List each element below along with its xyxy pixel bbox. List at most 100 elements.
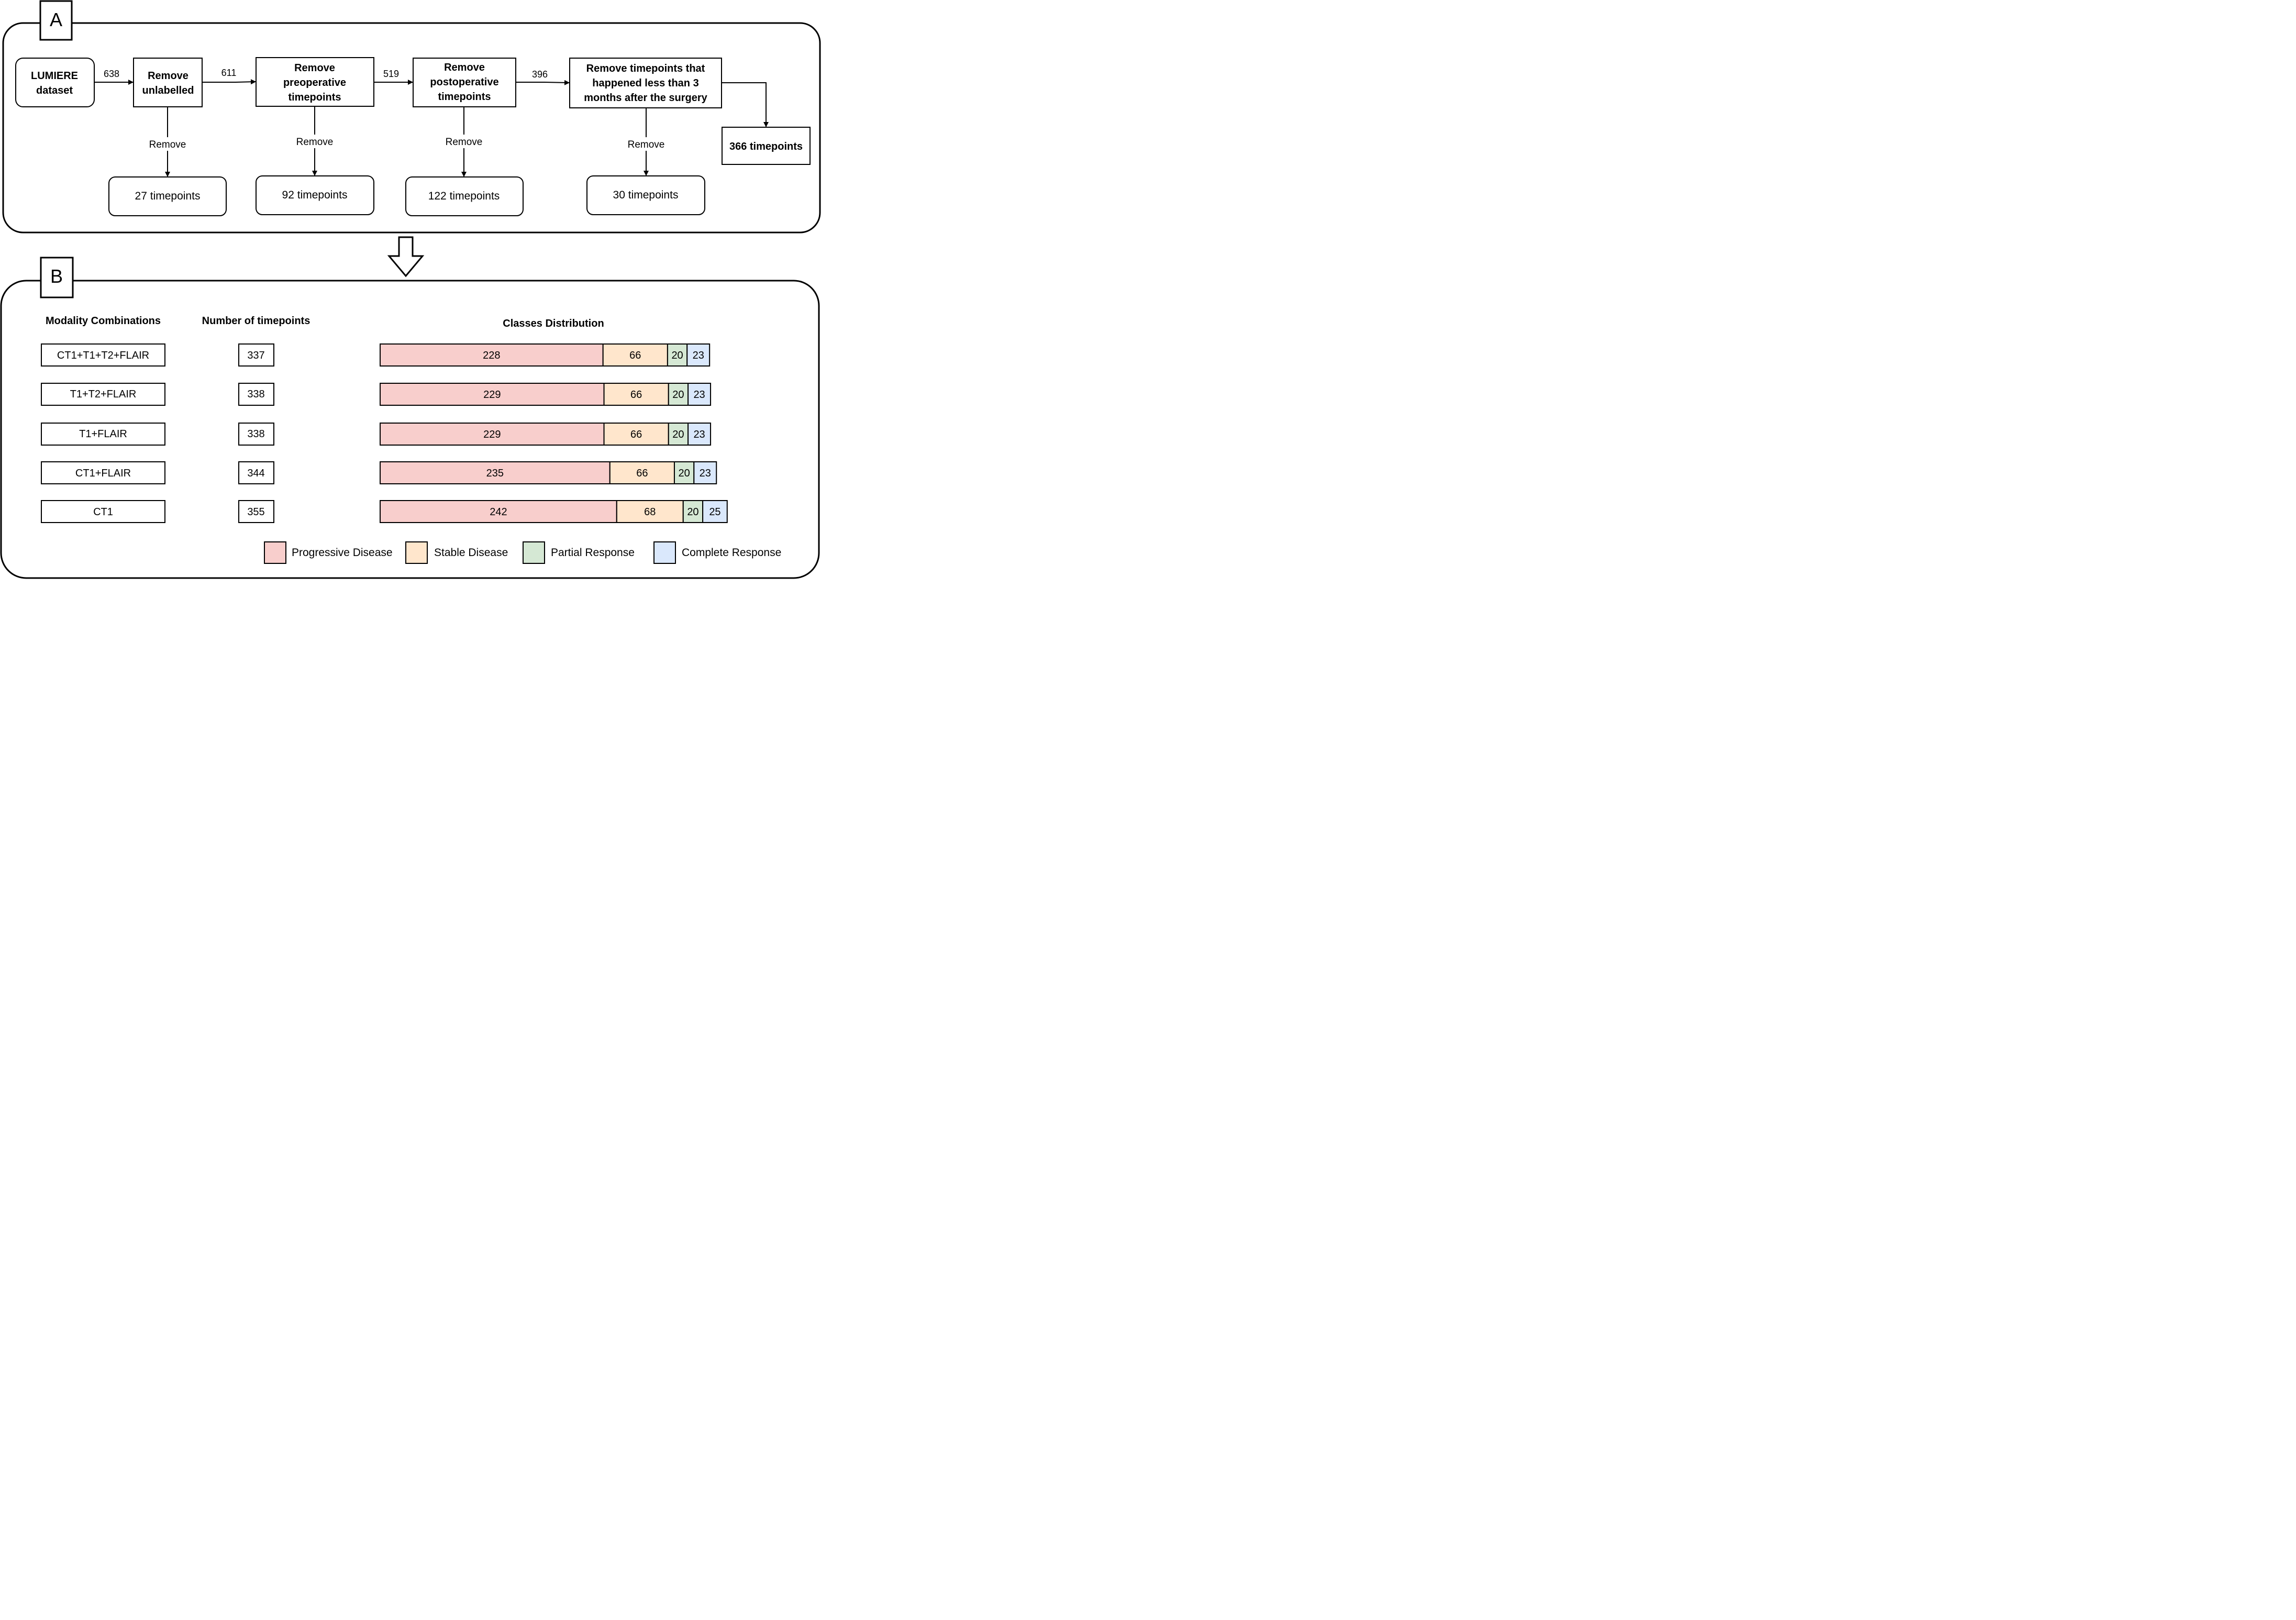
bar-segment-stable: [616, 500, 684, 523]
table-row: CT1+T1+T2+FLAIR 337: [41, 343, 274, 367]
remove-label-2: Remove: [296, 137, 334, 148]
bar-value-label: 20: [671, 350, 683, 361]
legend-swatch-complete: [653, 541, 676, 564]
bar-value-label: 20: [672, 389, 684, 401]
bar-value-label: 68: [644, 506, 656, 518]
removed-text-3: 122 timepoints: [428, 190, 500, 202]
bar-value-label: 66: [630, 389, 642, 401]
flow-count-4: 396: [532, 69, 548, 80]
step-text-early-1: Remove timepoints that: [586, 63, 705, 74]
bar-value-label: 23: [693, 389, 705, 401]
legend: Progressive Disease Stable Disease Parti…: [264, 541, 781, 564]
step-text-postop-3: timepoints: [438, 91, 491, 103]
step-text-postop-2: postoperative: [430, 76, 498, 88]
bar-value-label: 242: [490, 506, 507, 518]
bar-segment-complete: [693, 461, 717, 484]
flow-count-3: 519: [383, 69, 399, 79]
count-box: [238, 461, 274, 484]
bar-segment-progressive: [380, 343, 604, 367]
bar-value-label: 25: [709, 506, 720, 518]
step-text-preop-1: Remove: [294, 62, 335, 74]
bar-value-label: 229: [483, 389, 501, 401]
count-text: 355: [247, 506, 264, 518]
count-text: 338: [247, 389, 264, 400]
step-box-dataset: [15, 58, 95, 107]
bar-segment-complete: [686, 343, 711, 367]
removed-text-4: 30 timepoints: [613, 189, 679, 201]
count-text: 344: [247, 468, 264, 479]
modality-box: [41, 383, 165, 406]
removed-box-1: [108, 176, 227, 216]
legend-swatch-partial: [523, 541, 545, 564]
bar-segment-progressive: [380, 500, 617, 523]
panel-a-label-box: [39, 0, 73, 41]
legend-swatch-progressive: [264, 541, 286, 564]
modality-text: T1+T2+FLAIR: [70, 389, 137, 400]
count-box: [238, 383, 274, 406]
bar-value-label: 66: [630, 429, 642, 440]
bar-segment-complete: [687, 383, 712, 406]
step-text-unlabelled-1: Remove: [148, 70, 188, 82]
panel-b-label: B: [50, 265, 63, 287]
modality-text: T1+FLAIR: [79, 428, 127, 440]
bar-value-label: 228: [483, 350, 500, 361]
flowchart-figure: A LUMIERE dataset Remove unlabelled Remo…: [0, 0, 821, 579]
count-box: [238, 500, 274, 523]
bar-value-label: 66: [636, 468, 648, 479]
panel-b-label-box: [40, 257, 74, 298]
step-text-dataset-2: dataset: [36, 85, 73, 96]
legend-swatch-stable: [405, 541, 428, 564]
remove-label-bg-2: [293, 135, 337, 148]
remove-label-4: Remove: [628, 139, 665, 150]
step-text-preop-3: timepoints: [288, 92, 341, 103]
bar-segment-stable: [603, 423, 669, 446]
bar-segment-progressive: [380, 461, 611, 484]
header-modality: Modality Combinations: [46, 315, 161, 327]
flow-arrow-4: [516, 80, 570, 85]
step-text-early-2: happened less than 3: [592, 77, 698, 89]
modality-box: [41, 343, 165, 367]
modality-text: CT1+T1+T2+FLAIR: [57, 350, 149, 361]
legend-label-partial: Partial Response: [551, 547, 635, 559]
modality-text: CT1+FLAIR: [75, 468, 131, 479]
bar-value-label: 66: [629, 350, 641, 361]
panel-a-label: A: [50, 9, 62, 30]
step-text-dataset-1: LUMIERE: [31, 70, 78, 82]
legend-label-stable: Stable Disease: [434, 547, 508, 559]
header-distribution: Classes Distribution: [503, 318, 604, 329]
bar-value-label: 20: [687, 506, 698, 518]
bar-value-label: 23: [700, 468, 711, 479]
bar-segment-complete: [687, 423, 712, 446]
header-count: Number of timepoints: [202, 315, 310, 327]
bar-value-label: 23: [693, 350, 704, 361]
table-row: T1+FLAIR 338: [41, 423, 274, 446]
bar-segment-stable: [603, 383, 669, 406]
step-text-unlabelled-2: unlabelled: [142, 85, 194, 96]
table-row: CT1 355: [41, 500, 274, 523]
modality-box: [41, 423, 165, 446]
step-text-postop-1: Remove: [444, 62, 485, 73]
step-text-early-3: months after the surgery: [584, 92, 707, 104]
flow-count-2: 611: [221, 68, 237, 78]
bar-value-label: 229: [483, 429, 501, 440]
bar-segment-progressive: [380, 423, 605, 446]
final-box: [722, 127, 811, 165]
table-row: CT1+FLAIR 344: [41, 461, 274, 484]
down-arrow-icon: [387, 236, 425, 278]
step-box-remove-preoperative: [256, 57, 374, 107]
remove-label-3: Remove: [446, 137, 483, 148]
bar-value-label: 20: [672, 429, 684, 440]
bar-segment-complete: [702, 500, 728, 523]
removed-box-2: [256, 175, 374, 215]
step-box-remove-unlabelled: [133, 58, 203, 107]
table-row: T1+T2+FLAIR 338: [41, 383, 274, 406]
bar-segment-stable: [609, 461, 675, 484]
legend-label-progressive: Progressive Disease: [292, 547, 393, 559]
bar-segment-partial: [667, 343, 688, 367]
remove-label-bg-1: [146, 137, 190, 151]
bar-value-label: 20: [679, 468, 690, 479]
modality-box: [41, 500, 165, 523]
count-text: 338: [247, 428, 264, 440]
remove-label-bg-4: [624, 137, 668, 151]
